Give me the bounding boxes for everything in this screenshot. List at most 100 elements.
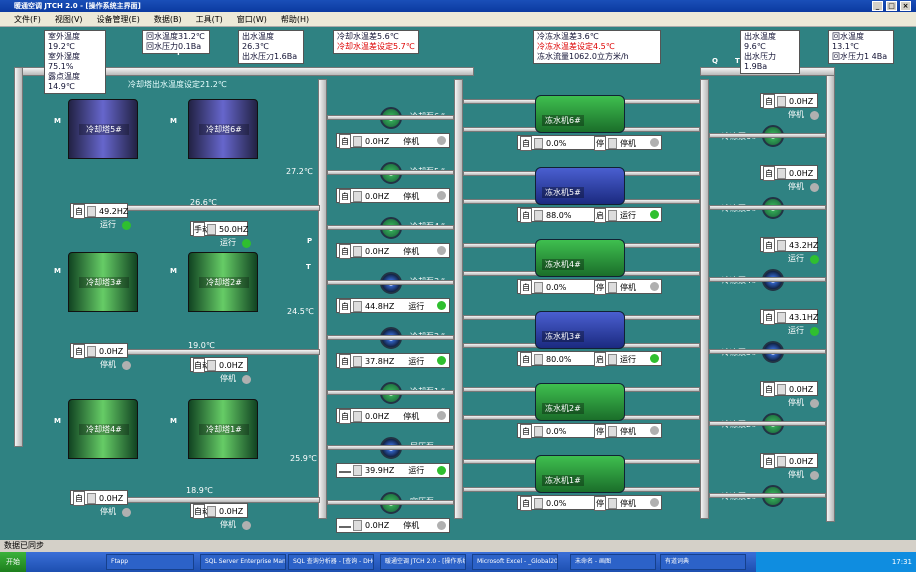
- dropdown-arrow-icon[interactable]: [608, 282, 617, 293]
- mode-select[interactable]: 自: [520, 496, 532, 511]
- close-button[interactable]: ×: [900, 1, 911, 11]
- taskbar-item-5[interactable]: 未命名 - 画图: [570, 554, 656, 570]
- taskbar-item-4[interactable]: Microsoft Excel - _Global2010012...: [472, 554, 558, 570]
- state-select[interactable]: 停: [594, 280, 606, 295]
- mode-select[interactable]: 自: [339, 189, 351, 204]
- dropdown-arrow-icon[interactable]: [207, 224, 216, 235]
- dropdown-arrow-icon[interactable]: [777, 240, 786, 251]
- menu-item-5[interactable]: 窗口(W): [236, 15, 267, 24]
- mode-select[interactable]: 自: [520, 136, 532, 151]
- mode-select[interactable]: 自: [73, 204, 85, 219]
- dropdown-arrow-icon[interactable]: [87, 206, 96, 217]
- dropdown-arrow-icon[interactable]: [353, 520, 362, 531]
- dropdown-arrow-icon[interactable]: [353, 465, 362, 476]
- maximize-button[interactable]: □: [886, 1, 897, 11]
- dropdown-arrow-icon[interactable]: [87, 346, 96, 357]
- mode-select[interactable]: 自: [763, 310, 775, 325]
- mode-select[interactable]: 自: [520, 280, 532, 295]
- mode-select[interactable]: 自: [339, 299, 351, 314]
- dropdown-arrow-icon[interactable]: [534, 426, 543, 437]
- dropdown-arrow-icon[interactable]: [353, 356, 362, 367]
- mode-select[interactable]: 自: [520, 424, 532, 439]
- dropdown-arrow-icon[interactable]: [777, 96, 786, 107]
- dropdown-arrow-icon[interactable]: [207, 360, 216, 371]
- dropdown-arrow-icon[interactable]: [777, 168, 786, 179]
- dropdown-arrow-icon[interactable]: [534, 282, 543, 293]
- dropdown-arrow-icon[interactable]: [534, 210, 543, 221]
- dropdown-arrow-icon[interactable]: [87, 493, 96, 504]
- menu-item-0[interactable]: 文件(F): [14, 15, 41, 24]
- mode-select[interactable]: 自: [763, 94, 775, 109]
- dropdown-arrow-icon[interactable]: [608, 354, 617, 365]
- dropdown-arrow-icon[interactable]: [207, 506, 216, 517]
- state-select[interactable]: 启: [594, 208, 606, 223]
- mode-select[interactable]: 自: [73, 344, 85, 359]
- dropdown-arrow-icon[interactable]: [777, 384, 786, 395]
- menu-item-2[interactable]: 设备管理(E): [96, 15, 140, 24]
- taskbar-item-6[interactable]: 有道词典: [660, 554, 746, 570]
- dropdown-arrow-icon[interactable]: [534, 498, 543, 509]
- mode-select[interactable]: 自: [339, 134, 351, 149]
- mode-select[interactable]: [339, 471, 351, 473]
- mode-select[interactable]: 自: [520, 208, 532, 223]
- taskbar-item-3[interactable]: 暖通空调 JTCH 2.0 - [操作系统主...]: [380, 554, 466, 570]
- mode-select[interactable]: 自: [763, 382, 775, 397]
- taskbar-item-0[interactable]: Ftapp: [106, 554, 194, 570]
- dropdown-arrow-icon[interactable]: [608, 426, 617, 437]
- mode-select[interactable]: 自动: [193, 358, 210, 373]
- mode-select[interactable]: 自: [339, 409, 351, 424]
- state-select[interactable]: 停: [594, 136, 606, 151]
- menu-item-4[interactable]: 工具(T): [195, 15, 223, 24]
- dropdown-arrow-icon[interactable]: [534, 138, 543, 149]
- mode-select[interactable]: 自: [763, 166, 775, 181]
- menu-item-3[interactable]: 数据(B): [153, 15, 182, 24]
- taskbar-item-1[interactable]: SQL Server Enterprise Manager: [200, 554, 286, 570]
- dropdown-arrow-icon[interactable]: [353, 411, 362, 422]
- dropdown-arrow-icon[interactable]: [608, 138, 617, 149]
- dropdown-arrow-icon[interactable]: [353, 246, 362, 257]
- start-button[interactable]: 开始: [0, 552, 26, 572]
- dropdown-arrow-icon[interactable]: [777, 312, 786, 323]
- mode-select[interactable]: 自: [73, 491, 85, 506]
- mode-select[interactable]: 自: [339, 244, 351, 259]
- dropdown-arrow-icon[interactable]: [608, 210, 617, 221]
- dropdown-arrow-icon[interactable]: [534, 354, 543, 365]
- state-select[interactable]: 停: [594, 496, 606, 511]
- menu-item-1[interactable]: 视图(V): [54, 15, 83, 24]
- state-select[interactable]: 停: [594, 424, 606, 439]
- taskbar-item-2[interactable]: SQL 查询分析器 - [查询 - DHC...]: [288, 554, 374, 570]
- mode-select[interactable]: [339, 526, 351, 528]
- dropdown-arrow-icon[interactable]: [353, 136, 362, 147]
- mode-select[interactable]: 自: [763, 238, 775, 253]
- mode-select[interactable]: 手动: [193, 222, 210, 237]
- dropdown-arrow-icon[interactable]: [608, 498, 617, 509]
- mode-select[interactable]: 自: [520, 352, 532, 367]
- dropdown-arrow-icon[interactable]: [353, 191, 362, 202]
- mode-select[interactable]: 自: [763, 454, 775, 469]
- state-select[interactable]: 启: [594, 352, 606, 367]
